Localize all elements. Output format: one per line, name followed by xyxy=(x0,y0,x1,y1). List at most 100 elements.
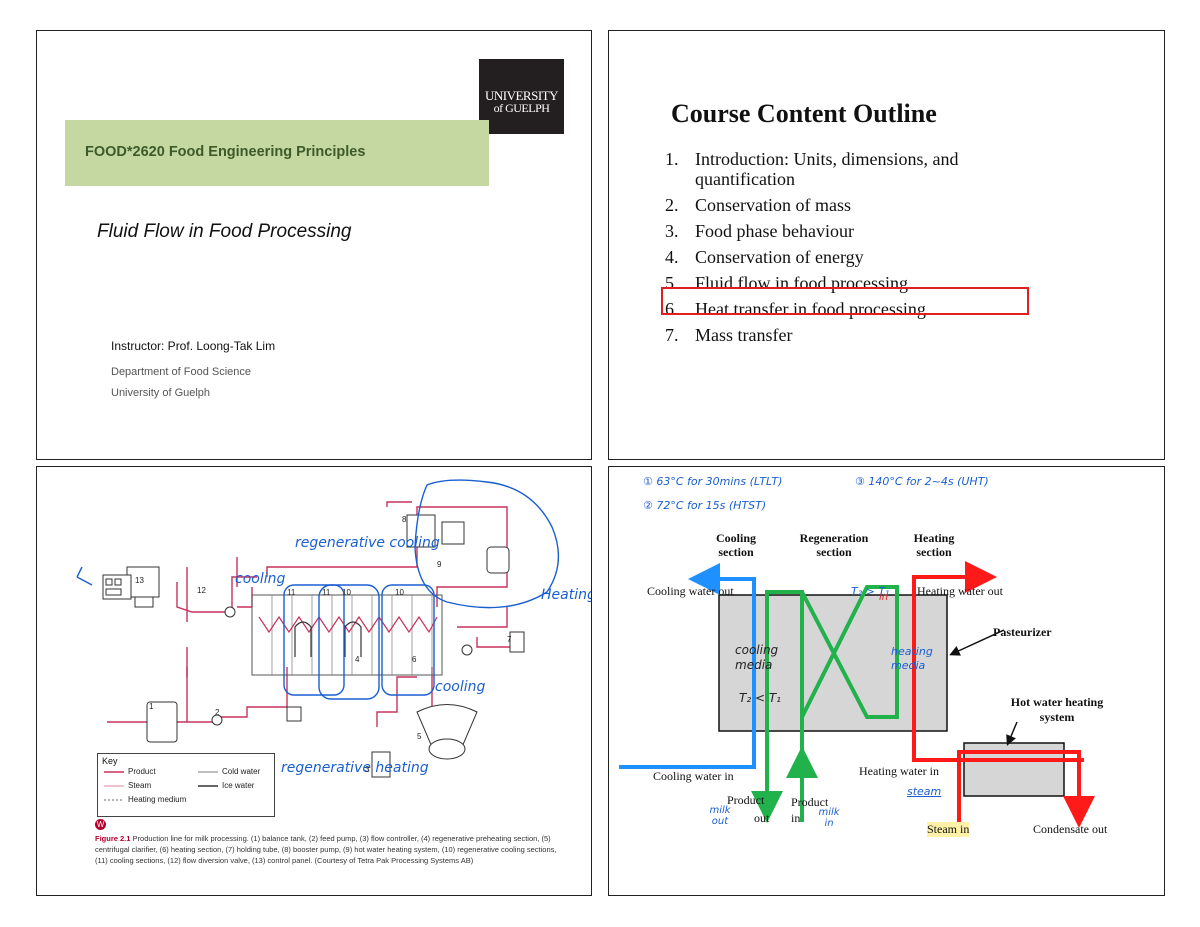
label-7: 7 xyxy=(507,635,512,644)
item-number: 7. xyxy=(665,325,679,345)
note-uht: ③ 140°C for 2~4s (UHT) xyxy=(855,475,989,488)
heating-section-label: Heating section xyxy=(913,531,955,559)
slide-outline: Course Content Outline 1. Introduction: U… xyxy=(608,30,1165,460)
outline-item: 1. Introduction: Units, dimensions, and q… xyxy=(665,149,1035,189)
annotation-cooling-left: cooling xyxy=(235,571,285,587)
note-steam: steam xyxy=(907,785,942,798)
cooling-water-line xyxy=(619,563,756,769)
figure-badge: W xyxy=(95,819,106,830)
cooling-water-in-label: Cooling water in xyxy=(653,769,734,783)
cooling-section-label: Cooling section xyxy=(715,531,756,559)
slide-subtitle: Fluid Flow in Food Processing xyxy=(97,221,352,242)
slide-title: UNIVERSITY of GUELPH FOOD*2620 Food Engi… xyxy=(36,30,592,460)
note-cooling-media: cooling media xyxy=(735,643,779,672)
label-2: 2 xyxy=(215,708,220,717)
product-out-label-1: Product xyxy=(727,793,765,807)
key-cold-water: Cold water xyxy=(222,767,261,776)
outline-list: 1. Introduction: Units, dimensions, and q… xyxy=(665,149,1035,351)
milk-process-diagram: cooling regenerative cooling Heating coo… xyxy=(76,479,592,778)
note-milk-out: milk out xyxy=(709,805,731,827)
item-number: 3. xyxy=(665,221,679,241)
label-10b: 10 xyxy=(395,588,404,597)
annotation-heating: Heating xyxy=(541,587,592,603)
handwritten-annotations xyxy=(76,479,560,700)
figure-caption-text: Production line for milk processing. (1)… xyxy=(95,834,557,865)
item-text: Food phase behaviour xyxy=(695,221,854,241)
figure-label: Figure 2.1 xyxy=(95,834,131,843)
figure-caption: Figure 2.1 Production line for milk proc… xyxy=(95,833,565,866)
instructor: Instructor: Prof. Loong-Tak Lim xyxy=(111,339,276,353)
note-ltlt: ① 63°C for 30mins (LTLT) xyxy=(643,475,783,488)
annotation-cooling-right: cooling xyxy=(435,679,485,695)
label-6: 6 xyxy=(412,655,417,664)
university-logo: UNIVERSITY of GUELPH xyxy=(479,59,564,134)
slide-pasteurizer: ① 63°C for 30mins (LTLT) ② 72°C for 15s … xyxy=(608,466,1165,896)
hot-water-pointer xyxy=(1006,721,1018,746)
course-title-band: FOOD*2620 Food Engineering Principles xyxy=(65,120,489,186)
highlight-box xyxy=(661,287,1029,315)
course-title: FOOD*2620 Food Engineering Principles xyxy=(85,144,366,160)
outline-item: 4. Conservation of energy xyxy=(665,247,1035,267)
annotation-regenerative-cooling: regenerative cooling xyxy=(295,535,440,551)
pasteurizer-pointer xyxy=(949,629,1005,656)
hot-water-system-label: Hot water heating system xyxy=(1010,695,1104,724)
product-regeneration-line xyxy=(800,585,899,719)
item-text: Mass transfer xyxy=(695,325,793,345)
label-1: 1 xyxy=(149,702,154,711)
product-in-label-1: Product xyxy=(791,795,829,809)
heating-water-line xyxy=(912,561,1084,762)
key-heating-medium: Heating medium xyxy=(128,795,187,804)
plate-heat-exchanger xyxy=(251,594,443,676)
key-product: Product xyxy=(128,767,156,776)
heating-water-in-label: Heating water in xyxy=(859,764,939,778)
item-text: Conservation of energy xyxy=(695,247,864,267)
label-5: 5 xyxy=(417,732,422,741)
department: Department of Food Science xyxy=(111,366,252,378)
diagram-key: Key Product Steam Heating medium Cold wa… xyxy=(97,753,275,817)
label-11a: 11 xyxy=(287,588,296,597)
label-11b: 11 xyxy=(322,588,331,597)
pasteurizer-box xyxy=(718,594,948,732)
note-t2-gt-t1: T₂ > T₁ xyxy=(851,585,890,598)
note-in: in xyxy=(879,592,889,603)
key-ice-water: Ice water xyxy=(222,781,255,790)
note-milk-in: milk in xyxy=(818,807,840,829)
label-10a: 10 xyxy=(342,588,351,597)
pasteurizer-label: Pasteurizer xyxy=(993,625,1052,639)
key-title: Key xyxy=(102,756,118,766)
item-number: 2. xyxy=(665,195,679,215)
logo-line2: of GUELPH xyxy=(493,101,550,115)
item-text: Introduction: Units, dimensions, and qua… xyxy=(695,149,959,189)
condensate-out-label: Condensate out xyxy=(1033,822,1108,836)
product-out-label-2: out xyxy=(754,811,770,825)
steam-line xyxy=(957,750,1095,832)
control-panel xyxy=(102,574,132,600)
annotation-regenerative-heating: regenerative heating xyxy=(281,760,429,776)
item-number: 1. xyxy=(665,149,679,169)
pasteurizer-diagram xyxy=(619,561,1095,832)
slide-process-diagram: cooling regenerative cooling Heating coo… xyxy=(36,466,592,896)
steam-in-label: Steam in xyxy=(927,822,970,837)
cooling-water-out-label: Cooling water out xyxy=(647,584,734,598)
logo-line1: UNIVERSITY xyxy=(485,88,559,103)
item-number: 4. xyxy=(665,247,679,267)
label-3: 3 xyxy=(365,765,370,774)
university-name: University of Guelph xyxy=(111,387,211,399)
note-heating-media: heating media xyxy=(891,645,933,672)
item-text: Conservation of mass xyxy=(695,195,851,215)
product-out-line xyxy=(751,590,804,823)
key-steam: Steam xyxy=(128,781,152,790)
label-12: 12 xyxy=(197,586,206,595)
key-swatches xyxy=(104,771,218,801)
note-t2-lt-t1: T₂ < T₁ xyxy=(739,691,781,705)
outline-title: Course Content Outline xyxy=(671,99,937,128)
note-htst: ② 72°C for 15s (HTST) xyxy=(643,499,767,512)
equipment xyxy=(126,514,525,778)
label-9: 9 xyxy=(437,560,442,569)
outline-item: 7. Mass transfer xyxy=(665,325,1035,345)
outline-item: 3. Food phase behaviour xyxy=(665,221,1035,241)
label-8: 8 xyxy=(402,515,407,524)
label-4: 4 xyxy=(355,655,360,664)
product-in-label-2: in xyxy=(791,811,801,825)
regeneration-section-label: Regeneration section xyxy=(799,531,869,559)
